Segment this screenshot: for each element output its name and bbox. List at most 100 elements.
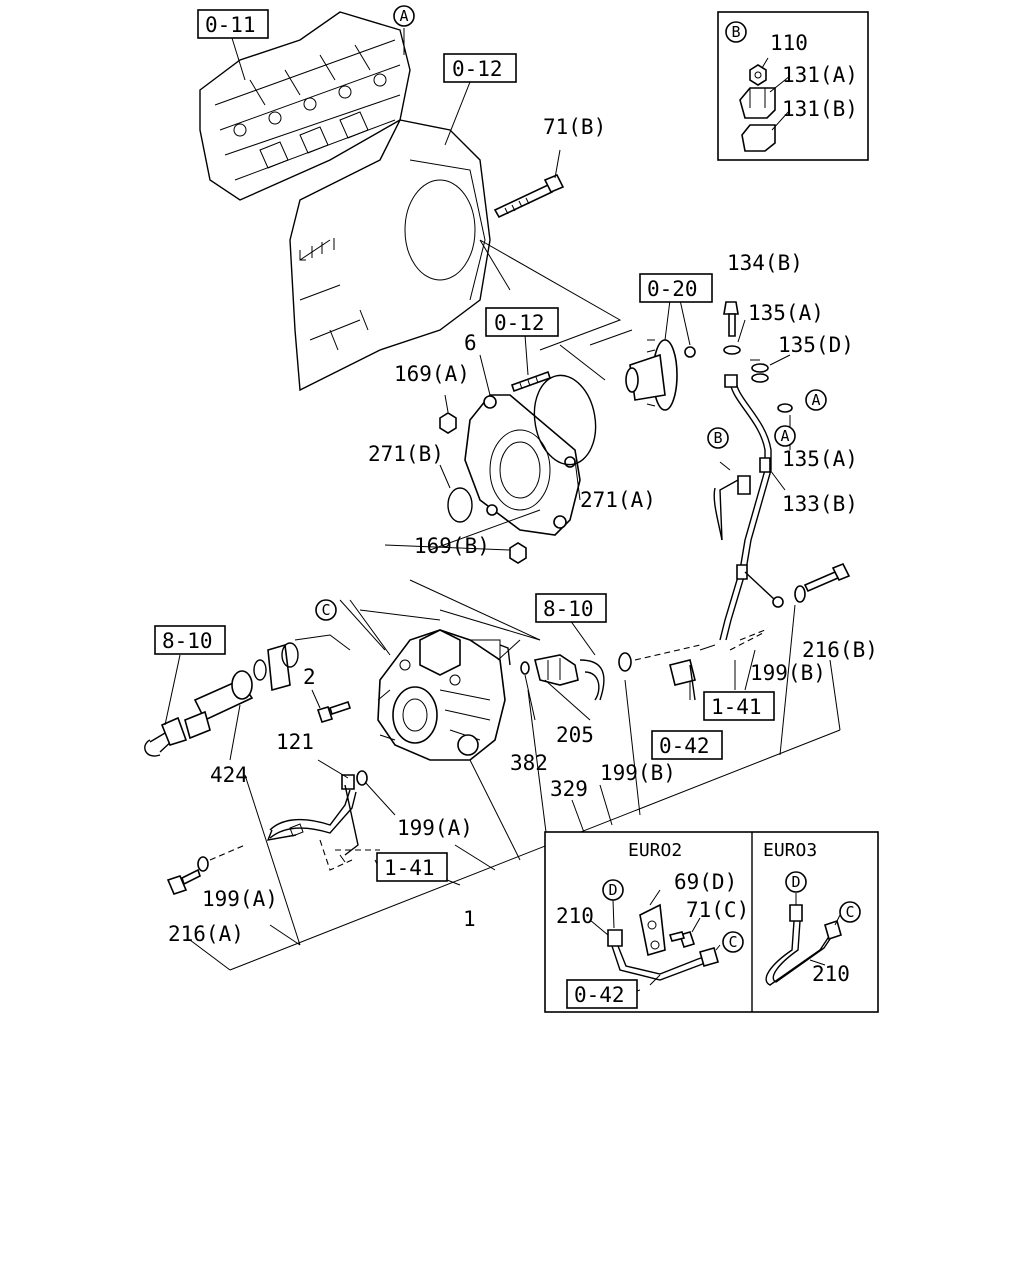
washer-135d-2: [751, 373, 769, 383]
label-216b: 216(B): [802, 638, 878, 662]
svg-text:B: B: [713, 429, 722, 447]
ref-0-42-inset-text: 0-42: [574, 983, 625, 1007]
label-69d: 69(D): [674, 870, 737, 894]
callout-c-euro3: C: [839, 901, 861, 923]
bracket-bolt: [669, 659, 696, 701]
label-169a: 169(A): [394, 362, 470, 386]
label-169b: 169(B): [414, 534, 490, 558]
label-euro3: EURO3: [763, 840, 817, 861]
label-131a: 131(A): [782, 63, 858, 87]
bolt-216b: [803, 562, 851, 593]
label-271a: 271(A): [580, 488, 656, 512]
ref-box-0-42-center[interactable]: 0-42: [651, 730, 723, 760]
svg-text:D: D: [608, 881, 617, 899]
label-205: 205: [556, 723, 594, 747]
euro3-pipe-assembly: [765, 904, 842, 986]
svg-text:B: B: [731, 23, 740, 41]
label-210-euro3: 210: [812, 962, 850, 986]
stud: [510, 370, 552, 393]
o-ring-271a: [533, 374, 597, 466]
ref-0-12-mid-text: 0-12: [494, 311, 545, 335]
bolt-134b: [723, 301, 739, 337]
label-199a-upper: 199(A): [397, 816, 473, 840]
suction-control-valve-424: [144, 642, 299, 757]
fuel-injection-pump: [377, 629, 506, 761]
ref-box-0-12-mid[interactable]: 0-12: [485, 307, 559, 337]
ref-0-20-text: 0-20: [647, 277, 698, 301]
svg-text:A: A: [780, 427, 789, 445]
label-2: 2: [303, 665, 316, 689]
nut-110: [749, 64, 767, 86]
label-199b-right: 199(B): [750, 661, 826, 685]
bolt-216a: [166, 868, 201, 895]
label-71c: 71(C): [686, 898, 749, 922]
ref-box-1-41-right[interactable]: 1-41: [703, 691, 775, 721]
callout-a-pipe-right: A: [805, 389, 827, 411]
label-135d: 135(D): [778, 333, 854, 357]
ref-box-8-10-left[interactable]: 8-10: [154, 625, 226, 655]
washer-199a-lower: [197, 856, 209, 872]
ref-box-8-10-center[interactable]: 8-10: [535, 593, 607, 623]
label-131b: 131(B): [782, 97, 858, 121]
label-210-euro2: 210: [556, 904, 594, 928]
svg-text:C: C: [321, 601, 330, 619]
callout-a-pipe-lower: A: [774, 425, 796, 447]
svg-text:C: C: [728, 933, 737, 951]
ref-box-0-12-top[interactable]: 0-12: [443, 53, 517, 83]
fuel-pipe-121: [266, 774, 359, 856]
label-6: 6: [464, 331, 477, 355]
pump-flange-6: [464, 394, 581, 536]
label-71b: 71(B): [543, 115, 606, 139]
callout-c-euro2: C: [722, 931, 744, 953]
svg-text:D: D: [791, 873, 800, 891]
washer-135d-1: [751, 363, 769, 373]
ref-1-41-left-text: 1-41: [384, 856, 435, 880]
label-110: 110: [770, 31, 808, 55]
label-133b: 133(B): [782, 492, 858, 516]
washer-199b-center: [618, 652, 632, 672]
ref-0-11-text: 0-11: [205, 13, 256, 37]
nut-169b: [509, 542, 527, 564]
ref-0-42-center-text: 0-42: [659, 734, 710, 758]
ref-box-0-20[interactable]: 0-20: [639, 273, 713, 303]
engine-block: [289, 119, 491, 392]
label-1: 1: [463, 907, 476, 931]
label-135a-upper: 135(A): [748, 301, 824, 325]
bolt-2: [316, 700, 352, 723]
nut-169a: [439, 412, 457, 434]
o-ring-271b: [447, 487, 473, 523]
washer-199a-upper: [356, 770, 368, 786]
ref-1-41-right-text: 1-41: [711, 695, 762, 719]
label-424: 424: [210, 763, 248, 787]
ref-box-0-42-inset[interactable]: 0-42: [566, 979, 638, 1009]
callout-d-euro2: D: [602, 879, 624, 901]
washer-135a-lower: [777, 403, 793, 413]
callout-d-euro3: D: [785, 871, 807, 893]
callout-b-inset: B: [725, 21, 747, 43]
label-382: 382: [510, 751, 548, 775]
label-134b: 134(B): [727, 251, 803, 275]
callout-a-engine: A: [393, 5, 415, 27]
bolt-71b: [493, 173, 565, 219]
fuel-return-pipe-133b: [713, 374, 784, 641]
label-271b: 271(B): [368, 442, 444, 466]
label-121: 121: [276, 730, 314, 754]
callout-c-pump: C: [315, 599, 337, 621]
label-euro2: EURO2: [628, 840, 682, 861]
ref-box-1-41-left[interactable]: 1-41: [376, 852, 448, 882]
label-329: 329: [550, 777, 588, 801]
washer-135a: [723, 345, 741, 355]
label-199b-center: 199(B): [600, 761, 676, 785]
clip-131a: [739, 87, 776, 119]
clip-131b: [741, 124, 776, 152]
ref-box-0-11[interactable]: 0-11: [197, 9, 269, 39]
washer-382: [520, 661, 530, 675]
pump-gear: [625, 339, 696, 411]
small-tube: [499, 644, 511, 666]
ref-0-12-top-text: 0-12: [452, 57, 503, 81]
svg-text:C: C: [845, 903, 854, 921]
engine-cylinder-head: [199, 11, 411, 201]
washer-199b-right: [794, 585, 806, 603]
alignment-line-1: [479, 239, 622, 351]
